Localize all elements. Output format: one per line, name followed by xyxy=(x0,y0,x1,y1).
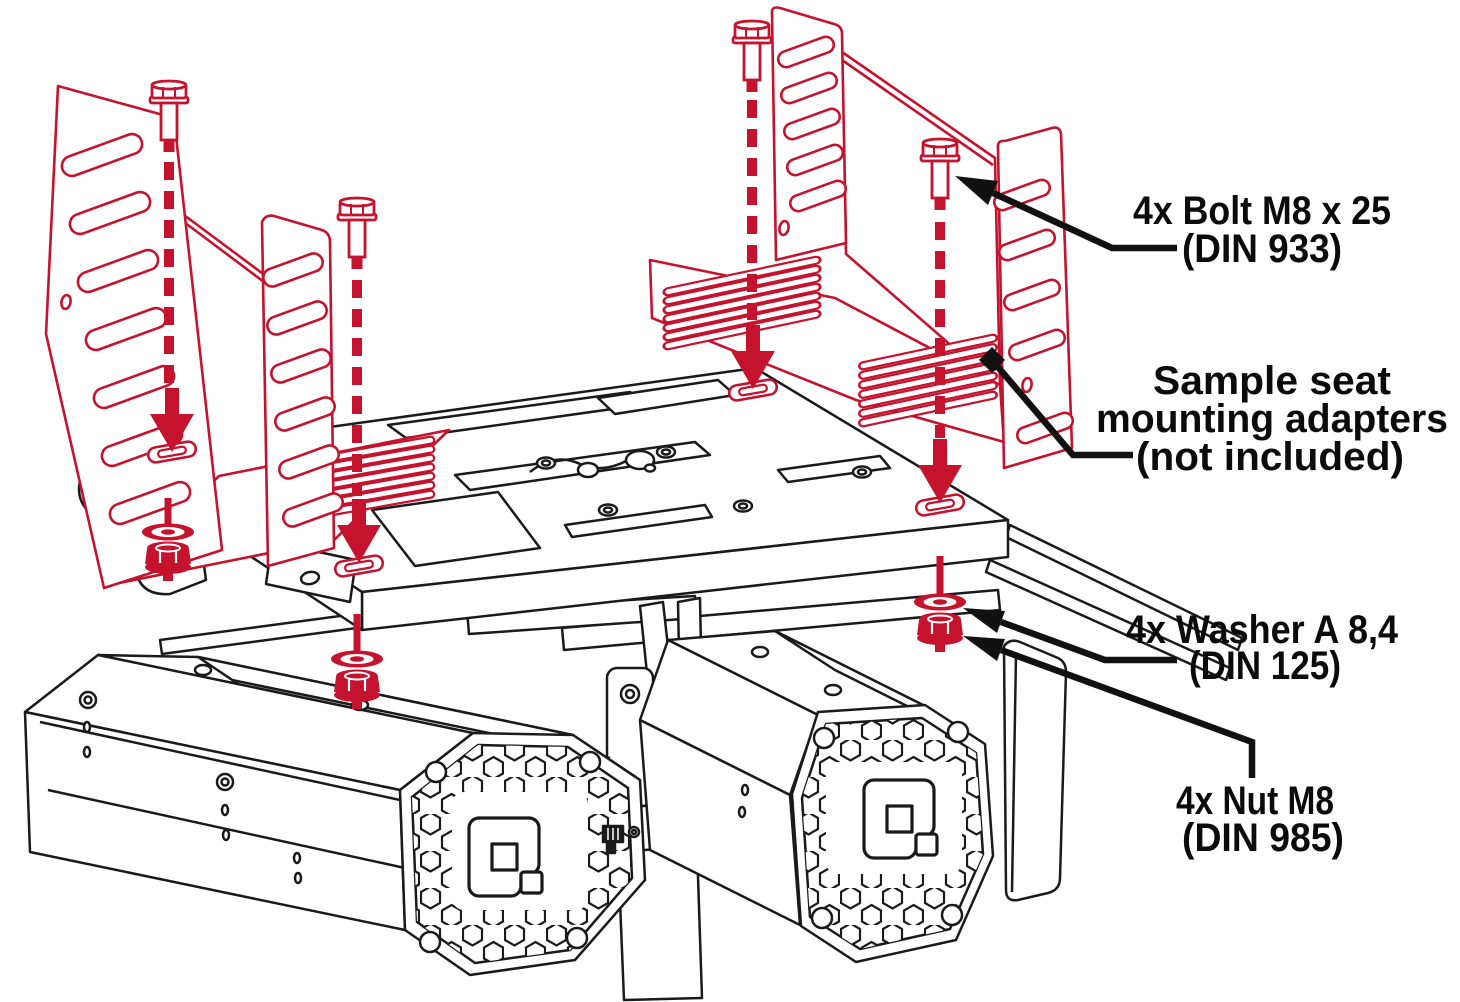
bracket-wing-slots xyxy=(776,35,848,213)
bracket-wing-slots xyxy=(262,252,344,528)
plate-cutout xyxy=(370,490,542,568)
plate-cutout xyxy=(563,503,714,539)
washer-label-line1: 4x Washer A 8,4 xyxy=(1126,608,1399,652)
motor-box-right xyxy=(638,629,1068,964)
nut-arrowhead xyxy=(963,636,1005,661)
washer-leader-line xyxy=(999,618,1177,664)
plate-screws xyxy=(535,445,873,517)
seat-adapter-bracket-left xyxy=(44,84,451,590)
nut-leader-line xyxy=(999,646,1256,778)
nut-3 xyxy=(915,611,965,654)
bolt-m8-3 xyxy=(731,19,773,94)
washer-3 xyxy=(914,593,966,611)
plate-cutout xyxy=(776,454,892,484)
washer-label-line2: (DIN 125) xyxy=(1189,644,1341,688)
washer-arrowhead xyxy=(963,608,1005,633)
subframe-rails xyxy=(158,523,1244,682)
motor-box-left xyxy=(23,653,647,977)
washer-1 xyxy=(142,523,194,541)
bolt-m8-2 xyxy=(336,196,378,271)
bolt-arrowhead xyxy=(955,176,998,205)
adapter-label-line2: mounting adapters xyxy=(1096,397,1448,441)
nut-label-line2: (DIN 985) xyxy=(1182,816,1344,860)
rear-support-panel xyxy=(1002,639,1068,902)
callout-leaders xyxy=(989,190,1256,778)
adapter-leader-line xyxy=(989,357,1133,459)
bolt-leader-line xyxy=(991,190,1177,252)
bolt-label-line2: (DIN 933) xyxy=(1182,227,1342,271)
adapter-label-line3: (not included) xyxy=(1136,435,1404,479)
adapter-label-line1: Sample seat xyxy=(1153,359,1391,403)
mounting-hardware xyxy=(142,19,967,711)
washer-2 xyxy=(331,650,383,668)
connector-detail xyxy=(601,824,641,855)
insertion-dashed-lines xyxy=(164,100,945,496)
callout-labels: 4x Bolt M8 x 25 (DIN 933) Sample seat mo… xyxy=(1096,189,1448,860)
adapter-diamond-marker xyxy=(979,347,1005,373)
threaded-rods xyxy=(164,498,944,666)
callout-markers xyxy=(955,176,1005,661)
bolt-label-line1: 4x Bolt M8 x 25 xyxy=(1133,189,1391,233)
nut-label-line1: 4x Nut M8 xyxy=(1176,779,1334,823)
